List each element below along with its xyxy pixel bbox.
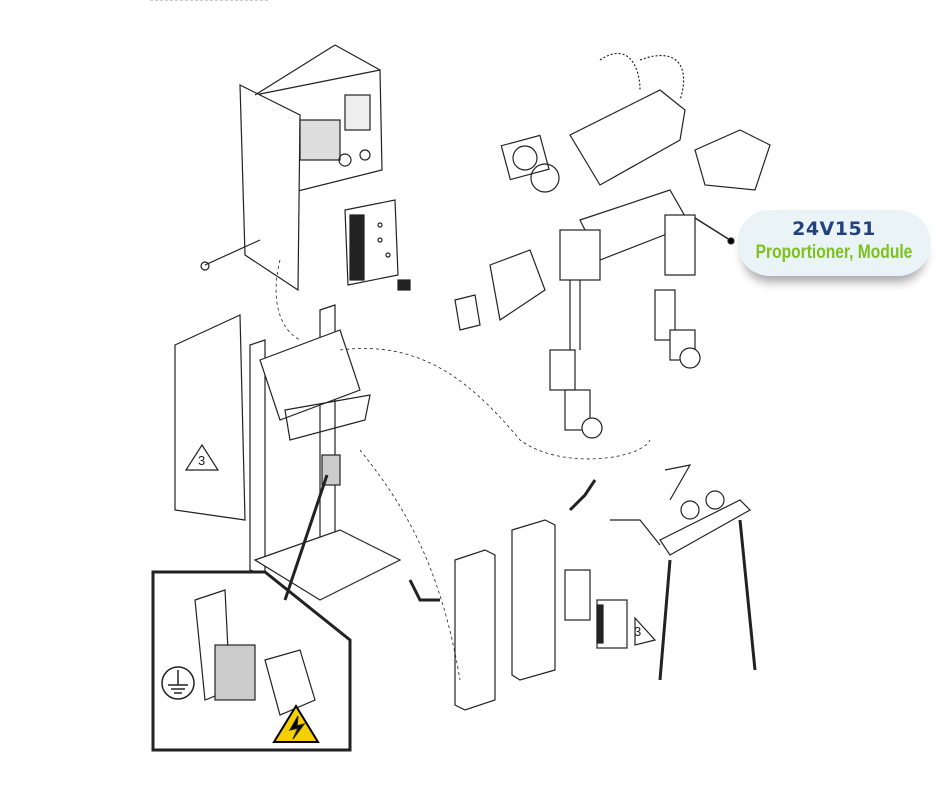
callout-leader [694, 217, 731, 241]
callout-dot [727, 237, 735, 245]
reference-triangle [184, 443, 220, 471]
part-description: Proportioner, Module [755, 242, 913, 263]
reference-mark: 3 [634, 624, 642, 639]
high-voltage-warning-icon [272, 704, 320, 743]
proportioner-module [454, 52, 771, 439]
drive-unit [344, 199, 411, 291]
frame [174, 304, 402, 601]
top-divider [150, 0, 268, 1]
reference-mark: 3 [198, 453, 206, 468]
inset-detail [151, 474, 352, 752]
ground-symbol-icon [161, 666, 195, 700]
electrical-enclosure [200, 44, 383, 292]
part-callout[interactable]: 24V151 Proportioner, Module [737, 210, 931, 276]
part-number: 24V151 [792, 218, 876, 240]
reference-triangle [634, 616, 657, 646]
fluid-manifold [610, 464, 757, 681]
assembly-lines [275, 259, 651, 681]
heater-cylinders [408, 479, 628, 711]
